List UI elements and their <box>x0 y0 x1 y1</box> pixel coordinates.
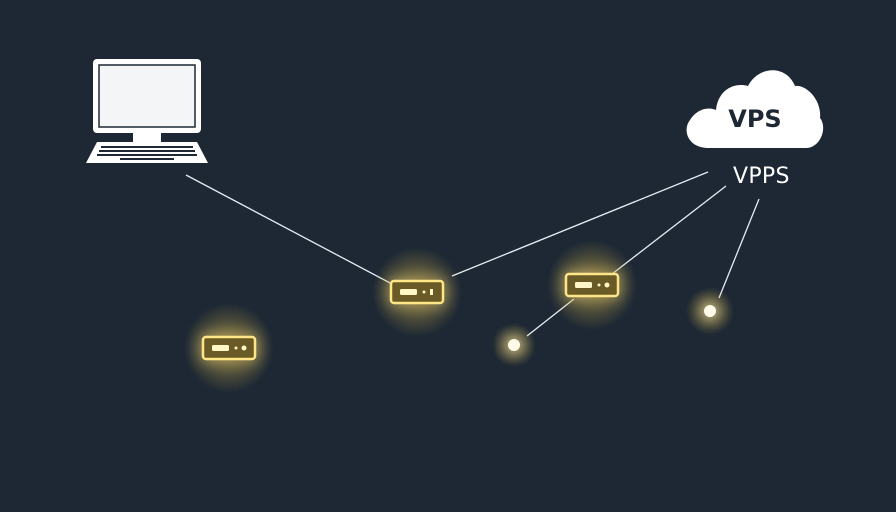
network-device-1[interactable] <box>372 247 462 337</box>
endpoint-dot-icon <box>508 339 520 351</box>
edge-computer-device1 <box>185 174 393 285</box>
edge-cloud-device1 <box>451 171 709 277</box>
endpoint-dot-1[interactable] <box>492 323 536 367</box>
edge-cloud-dot2 <box>718 198 760 299</box>
network-device-3[interactable] <box>184 303 274 393</box>
edge-cloud-device2 <box>611 185 727 275</box>
cloud-caption: VPPS <box>733 164 790 189</box>
desktop-computer-icon <box>86 59 208 163</box>
endpoint-dot-2[interactable] <box>686 287 734 335</box>
cloud-label: VPS <box>728 105 781 133</box>
endpoint-dot-icon <box>704 305 716 317</box>
cloud-icon: VPS <box>686 70 824 148</box>
network-device-2[interactable] <box>547 240 637 330</box>
